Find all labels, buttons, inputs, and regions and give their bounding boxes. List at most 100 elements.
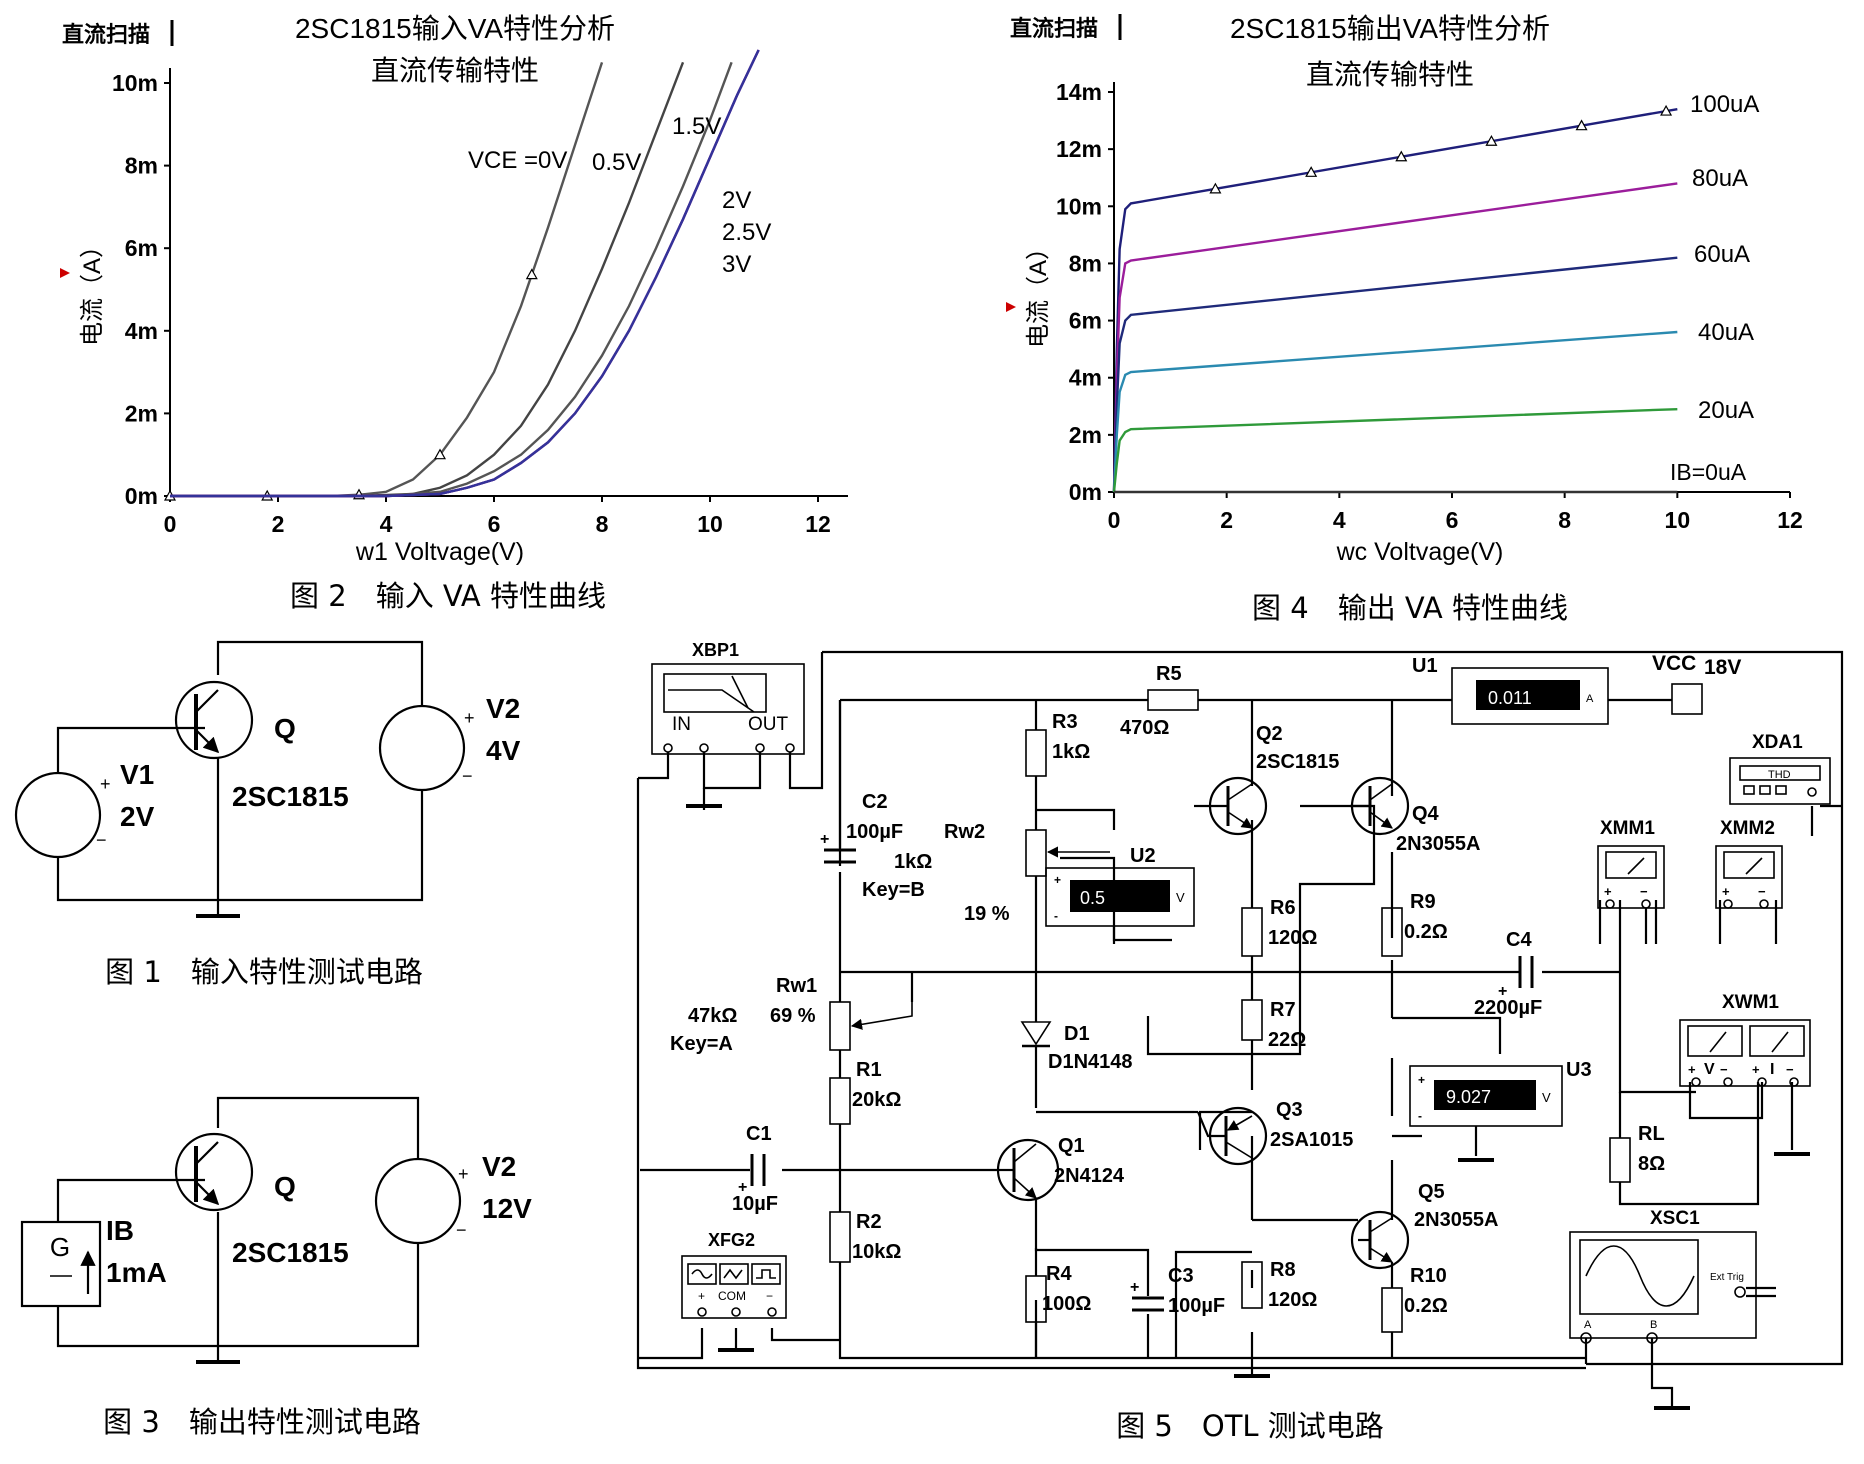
- fig2-subtitle: 直流传输特性: [371, 55, 539, 86]
- fig5-u3-label: U3: [1566, 1059, 1592, 1081]
- fig5-xwm1-v: V: [1704, 1061, 1715, 1078]
- fig5-r3-label: R3: [1052, 711, 1078, 733]
- fig5-r10-resistor: [1381, 1287, 1403, 1333]
- fig5-r7-resistor: [1241, 999, 1263, 1041]
- svg-text:+: +: [1688, 1062, 1696, 1077]
- fig5-q2-model: 2SC1815: [1256, 751, 1339, 773]
- fig5-d1-model: D1N4148: [1048, 1051, 1133, 1073]
- fig5-c2-label: C2: [862, 791, 888, 813]
- fig3-transistor-q: [174, 1132, 254, 1212]
- fig1-v2-minus: −: [462, 766, 473, 786]
- fig2-series: [163, 49, 760, 501]
- fig5-u1-reading: 0.011: [1488, 688, 1532, 708]
- fig4-series: [1112, 104, 1678, 494]
- fig2-y-tick-label: 8m: [125, 153, 158, 179]
- fig2-label-1-5v: 1.5V: [672, 113, 721, 140]
- fig5-q1-label: Q1: [1058, 1135, 1085, 1157]
- fig3-v2-value: 12V: [482, 1193, 532, 1224]
- fig1-v2-value: 4V: [486, 735, 521, 766]
- fig1-v2-plus: +: [464, 708, 475, 728]
- fig1-wire-base: [56, 726, 205, 772]
- fig3-q-name: Q: [274, 1171, 296, 1202]
- fig5-xfg2-function-generator: XFG2 + COM −: [681, 1230, 787, 1352]
- fig5-d1-label: D1: [1064, 1023, 1090, 1045]
- fig5-q1-model: 2N4124: [1054, 1165, 1125, 1187]
- fig5-xda1-thd: THD: [1768, 769, 1791, 781]
- fig5-r6-value: 120Ω: [1268, 927, 1317, 949]
- fig5-q5-label: Q5: [1418, 1181, 1445, 1203]
- fig4-series-line-3: [1112, 330, 1678, 493]
- fig4-point-marker: [1575, 119, 1588, 131]
- fig1-v2-name: V2: [486, 693, 520, 724]
- fig5-xmm1-label: XMM1: [1600, 818, 1655, 839]
- fig5-c4-value: 2200µF: [1474, 997, 1542, 1019]
- fig5-c1-capacitor: +: [738, 1154, 766, 1196]
- fig4-x-tick-label: 0: [1108, 507, 1121, 533]
- fig4-x-tick-label: 8: [1558, 507, 1571, 533]
- fig4-ylabel-marker: [1006, 302, 1016, 312]
- fig5-u3-reading: 9.027: [1446, 1087, 1491, 1107]
- fig5-rl-label: RL: [1638, 1123, 1665, 1145]
- fig1-wire-top: [216, 640, 424, 705]
- fig5-xsc1-label: XSC1: [1650, 1208, 1700, 1229]
- svg-text:−: −: [1720, 1062, 1728, 1077]
- fig5-xbp1-in: IN: [672, 714, 691, 735]
- fig5-xda1-analyzer: XDA1 THD: [1729, 732, 1831, 805]
- fig4-label-40ua: 40uA: [1698, 319, 1754, 346]
- fig1-ground-icon: [196, 900, 240, 918]
- fig3-v2-source: [374, 1157, 462, 1245]
- fig5-xsc1-b: B: [1650, 1319, 1657, 1331]
- fig5-xsc1-oscilloscope: XSC1 Ext Trig A B: [1569, 1208, 1757, 1410]
- fig2-y-tick-label: 0m: [125, 483, 158, 509]
- fig4-point-marker: [1305, 166, 1318, 177]
- fig5-r7-value: 22Ω: [1268, 1029, 1306, 1051]
- fig2-caption: 图 2 输入 VA 特性曲线: [290, 579, 606, 613]
- fig5-xsc1-a: A: [1584, 1319, 1592, 1331]
- fig5-q4-label: Q4: [1412, 803, 1440, 825]
- fig5-rw2-percent: 19 %: [964, 903, 1010, 925]
- fig3-g-letter: G: [50, 1232, 70, 1262]
- fig4-subtitle: 直流传输特性: [1306, 59, 1474, 90]
- fig4-title: 2SC1815输出VA特性分析: [1230, 13, 1550, 44]
- fig4-label-100ua: 100uA: [1690, 91, 1759, 118]
- fig5-u2-unit: V: [1176, 890, 1185, 905]
- fig4-series-line-4: [1112, 407, 1678, 493]
- svg-text:+: +: [1054, 873, 1061, 887]
- fig5-r4-label: R4: [1046, 1263, 1072, 1285]
- fig4-point-marker: [1395, 150, 1408, 162]
- fig4-y-tick-label: 0m: [1069, 479, 1102, 505]
- fig2-ylabel-marker: [60, 268, 70, 278]
- fig1-v1-source: [14, 771, 102, 859]
- fig5-c4-capacitor: +: [1498, 956, 1534, 1000]
- fig5-d1-diode: [1020, 1021, 1052, 1048]
- fig3-wire-bottom: [56, 1244, 420, 1348]
- fig4-header: 直流扫描: [1010, 16, 1098, 41]
- svg-text:+: +: [738, 1179, 747, 1196]
- fig5-rw1-key: Key=A: [670, 1033, 733, 1055]
- fig5-r5-resistor: [1147, 689, 1199, 711]
- fig2-x-tick-label: 4: [380, 511, 393, 537]
- fig5-xbp1-out: OUT: [748, 714, 789, 735]
- fig5-q5-transistor: [1350, 1210, 1410, 1270]
- fig5-r9-label: R9: [1410, 891, 1436, 913]
- fig3-v2-plus: +: [458, 1164, 469, 1184]
- fig2-series-line-3: [170, 49, 760, 498]
- fig3-circuit: G IB 1mA Q 2SC1815 + − V2 12V 图 3 输出特性测试…: [20, 1096, 532, 1439]
- fig5-c2-capacitor: +: [820, 700, 856, 864]
- fig4-y-tick-label: 8m: [1069, 250, 1102, 276]
- svg-text:−: −: [1640, 884, 1648, 899]
- fig1-caption: 图 1 输入特性测试电路: [105, 955, 423, 989]
- fig5-q3-transistor: [1194, 1106, 1268, 1166]
- fig5-r1-resistor: [829, 1077, 851, 1125]
- fig4-y-tick-label: 6m: [1069, 308, 1102, 334]
- fig2-y-tick-label: 10m: [112, 70, 158, 96]
- fig5-r3-resistor: [1025, 729, 1047, 777]
- svg-text:-: -: [1054, 909, 1058, 923]
- fig5-c1-label: C1: [746, 1123, 772, 1145]
- fig5-c2-value: 100µF: [846, 821, 903, 843]
- svg-text:+: +: [1418, 1073, 1425, 1087]
- fig3-caption: 图 3 输出特性测试电路: [103, 1405, 421, 1439]
- fig2-label-3v: 3V: [722, 251, 751, 278]
- fig5-xda1-label: XDA1: [1752, 732, 1803, 753]
- svg-text:+: +: [1498, 983, 1507, 1000]
